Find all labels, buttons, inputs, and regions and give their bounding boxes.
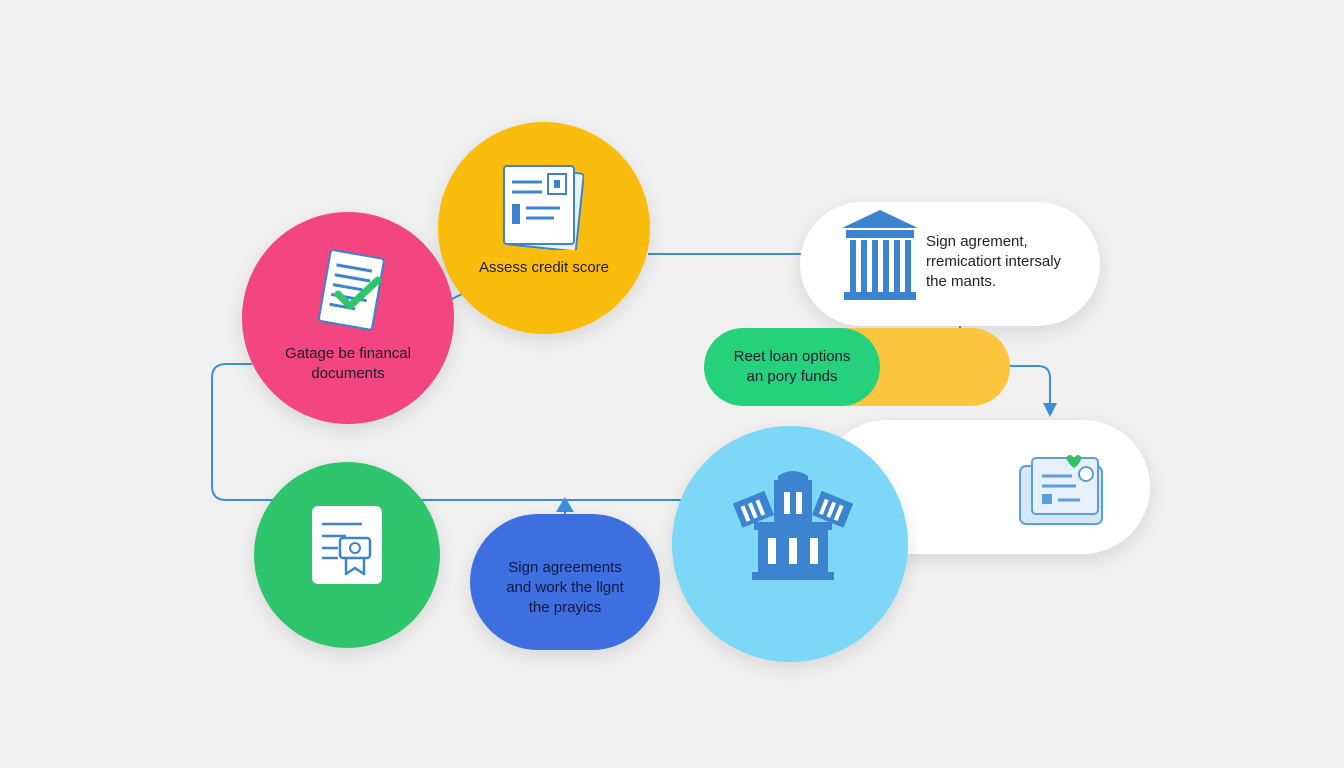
loan-options-green-pill: Reet loan options an pory funds (704, 328, 880, 406)
sign-agreements-work-line2: and work the llgnt (506, 579, 624, 596)
connector-loan-to-funds (1010, 365, 1057, 417)
gather-documents-line2: documents (311, 365, 385, 382)
sign-agreement-bank-line1: Sign agrement, (926, 233, 1028, 250)
credit-report-icon (503, 165, 584, 250)
sign-agreements-work-line1: Sign agreements (508, 559, 622, 576)
sign-agreement-bank-pill: Sign agrement, rremicatiort intersaly th… (800, 202, 1100, 326)
loan-options-line1: Reet loan options (733, 348, 851, 365)
certificate-icon (312, 506, 382, 584)
loan-options-label: Reet loan options an pory funds (704, 347, 880, 387)
gather-documents-circle: Gatage be financal documents (242, 212, 454, 424)
arrowhead-up-sign (556, 497, 574, 512)
sign-agreements-work-label: Sign agreements and work the llgnt the p… (470, 558, 660, 618)
document-heart-icon (1019, 455, 1103, 525)
sign-agreements-work-node: Sign agreements and work the llgnt the p… (470, 514, 660, 650)
funds-document-pill (820, 420, 1150, 554)
sign-agreements-work-line3: the prayics (528, 599, 602, 616)
document-check-icon (317, 250, 385, 331)
bank-institution-circle (672, 426, 908, 662)
institution-icon (732, 471, 854, 580)
sign-agreement-bank-line2: rremicatiort intersaly (926, 253, 1062, 270)
assess-credit-circle: Assess credit score (438, 122, 650, 334)
bank-building-icon (842, 210, 918, 300)
connector-gather-loop (211, 363, 276, 501)
gather-documents-label: Gatage be financal documents (242, 344, 454, 384)
gather-documents-line1: Gatage be financal (285, 345, 411, 362)
loan-options-line2: an pory funds (746, 368, 838, 385)
sign-agreement-bank-line3: the mants. (926, 273, 997, 290)
assess-credit-label: Assess credit score (478, 259, 610, 276)
sign-agreement-bank-label: Sign agrement, rremicatiort intersaly th… (926, 232, 1061, 292)
approval-certificate-circle (254, 462, 440, 648)
